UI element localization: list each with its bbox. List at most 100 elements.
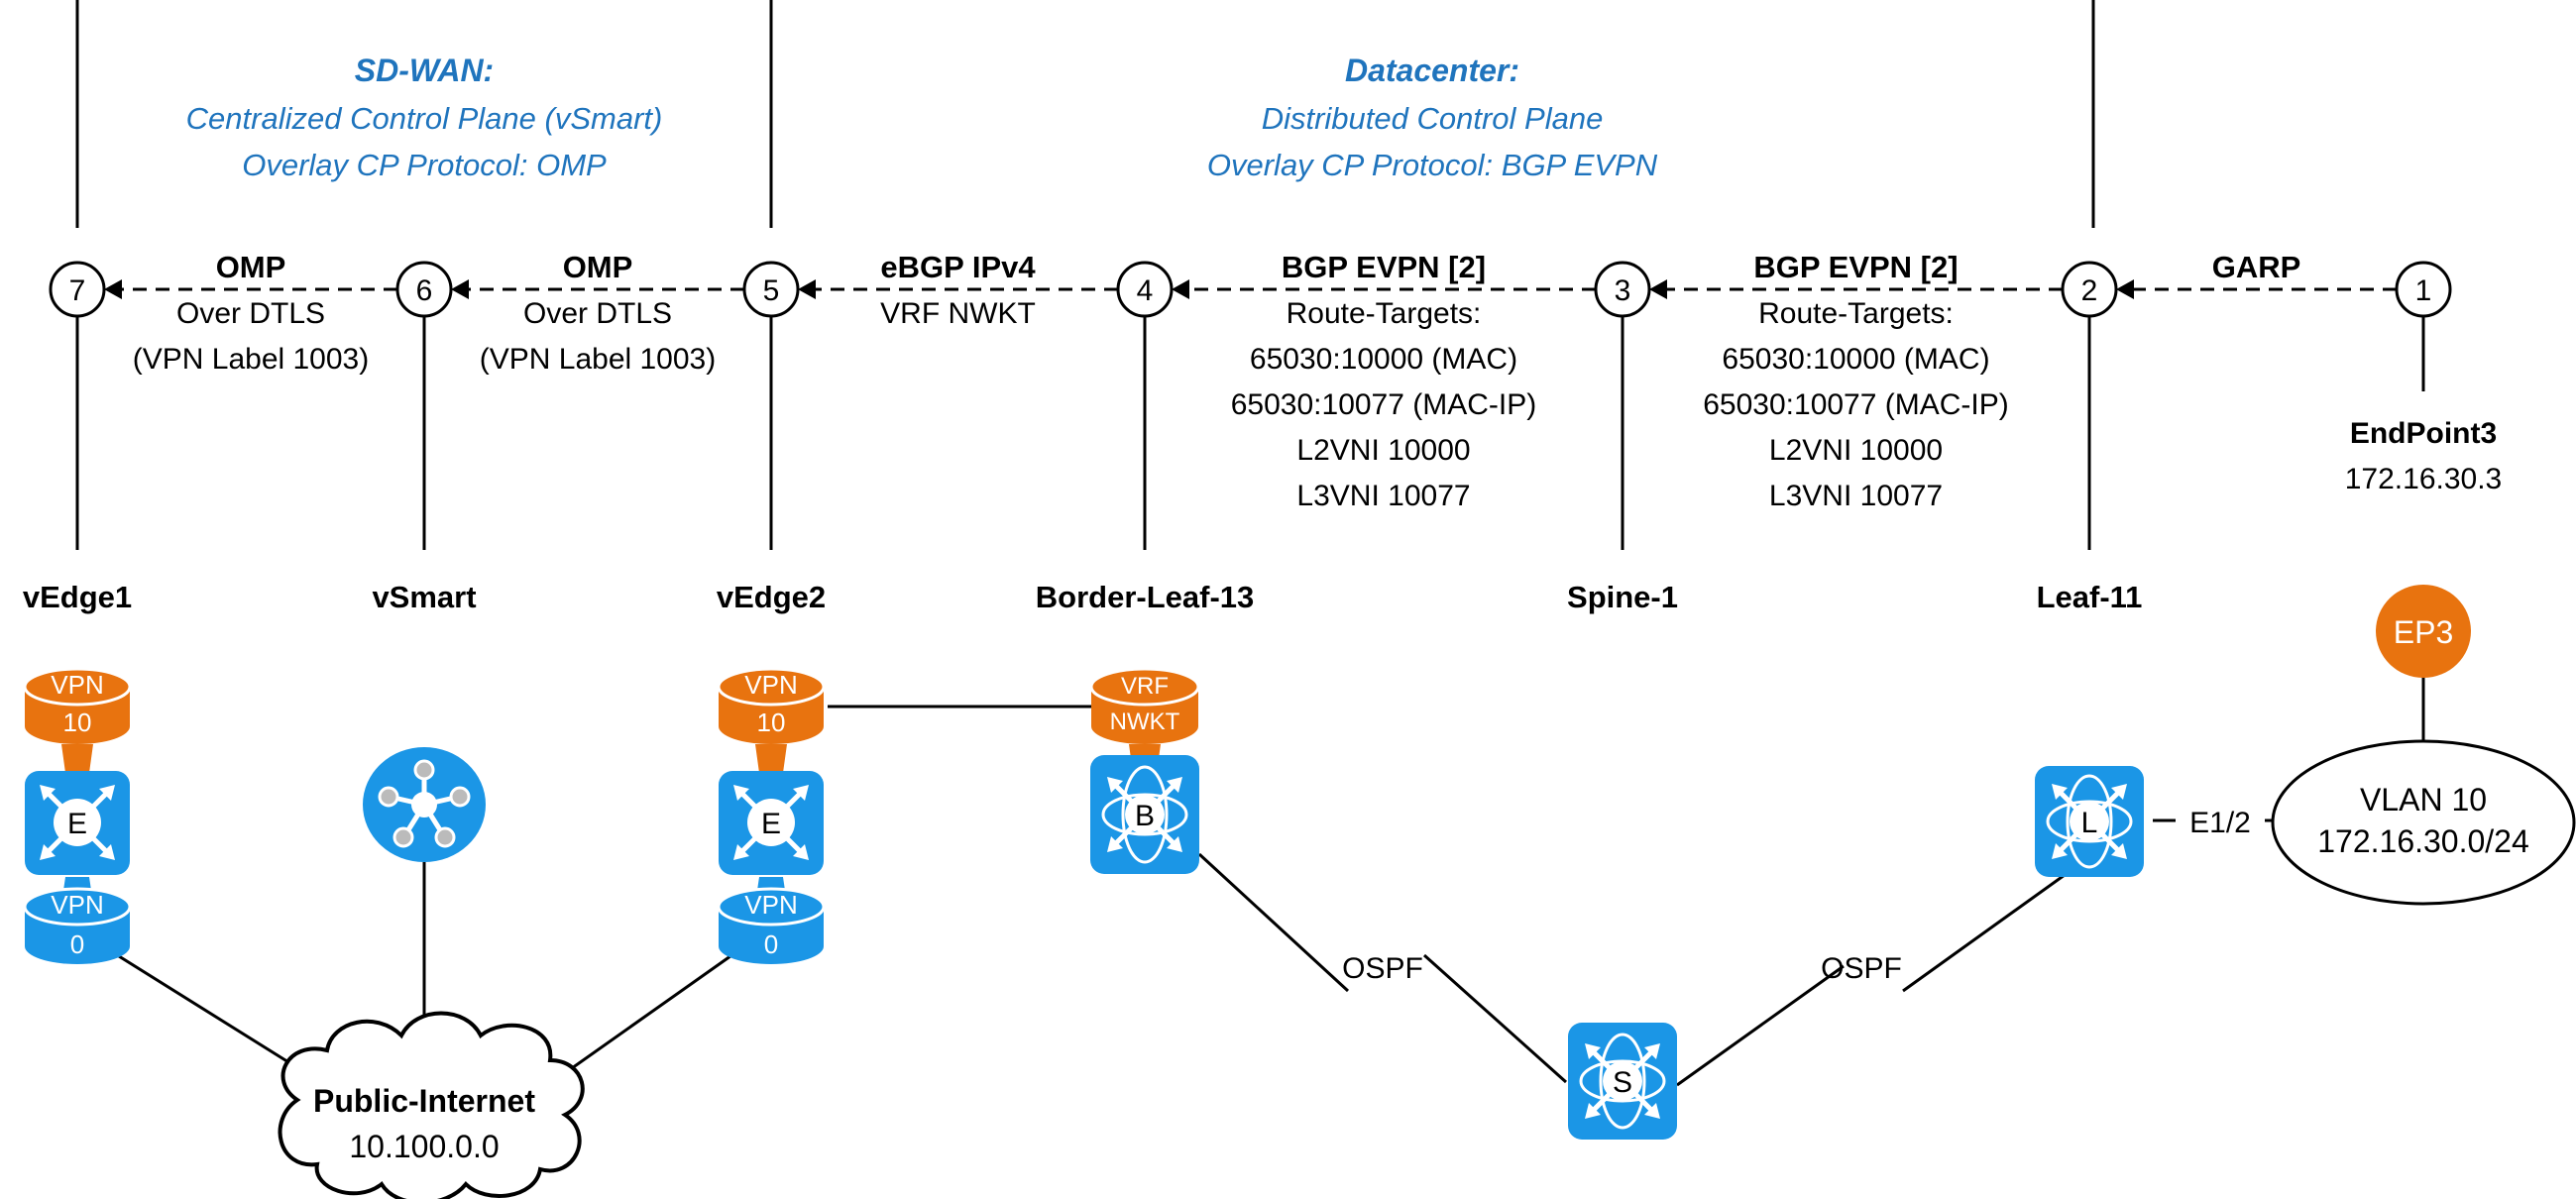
message-detail: VRF NWKT <box>880 297 1036 330</box>
label-vedge1: vEdge1 <box>23 580 132 614</box>
step-marker: 4 <box>1116 261 1174 318</box>
cloud-name: Public-Internet <box>313 1083 535 1119</box>
message-detail: Over DTLS <box>523 297 672 330</box>
sdwan-title: SD-WAN: <box>355 53 494 88</box>
message-title: eBGP IPv4 <box>880 250 1036 284</box>
cloud-subnet: 10.100.0.0 <box>349 1129 499 1164</box>
step-marker: 5 <box>742 261 800 318</box>
message-detail: L3VNI 10077 <box>1296 480 1470 512</box>
step-circle <box>1594 261 1651 318</box>
message-title: BGP EVPN [2] <box>1753 250 1958 284</box>
spine-node[interactable]: S <box>1568 1023 1677 1140</box>
border-leaf-switch-icon: B <box>1090 755 1199 874</box>
vlan-subnet: 172.16.30.0/24 <box>2317 823 2529 859</box>
svg-text:E: E <box>67 808 87 840</box>
datacenter-line1: Distributed Control Plane <box>1262 101 1604 136</box>
vpn0-database-icon: VPN 0 <box>717 877 826 964</box>
step-marker: 3 <box>1594 261 1651 318</box>
arrowhead-icon <box>1649 279 1667 299</box>
label-vedge2: vEdge2 <box>717 580 826 614</box>
step-number: 4 <box>1137 274 1154 307</box>
endpoint-name: EndPoint3 <box>2350 417 2497 450</box>
label-vsmart: vSmart <box>372 580 476 614</box>
svg-text:VPN: VPN <box>51 890 103 920</box>
step-marker: 2 <box>2061 261 2118 318</box>
vedge-router-icon: E <box>25 771 130 875</box>
link-leaf-ospf-a <box>1902 868 2072 993</box>
step-number: 5 <box>763 274 780 307</box>
arrowhead-icon <box>451 279 469 299</box>
step-circle <box>2061 261 2118 318</box>
step-marker: 7 <box>49 261 106 318</box>
message-detail: 65030:10000 (MAC) <box>1722 343 1989 376</box>
link-borderleaf-ospf-a <box>1197 852 1350 993</box>
step-circle <box>742 261 800 318</box>
step-circle <box>395 261 453 318</box>
label-leaf: Leaf-11 <box>2037 580 2143 614</box>
border-leaf-node[interactable]: VRF NWKT B <box>1089 667 1200 874</box>
svg-text:B: B <box>1135 800 1155 832</box>
step-number: 6 <box>416 274 433 307</box>
svg-text:VRF: VRF <box>1121 673 1169 700</box>
message-detail: 65030:10077 (MAC-IP) <box>1231 388 1537 421</box>
message-detail: L3VNI 10077 <box>1769 480 1943 512</box>
vedge1-node[interactable]: VPN 10 E VPN 0 <box>23 667 132 964</box>
step-circle <box>1116 261 1174 318</box>
vedge2-node[interactable]: VPN 10 E VPN 0 <box>717 667 826 964</box>
ospf-label-right: OSPF <box>1821 952 1902 985</box>
vlan-segment[interactable] <box>2271 739 2576 906</box>
message-detail: L2VNI 10000 <box>1296 434 1470 467</box>
leaf-node[interactable]: L <box>2035 766 2144 877</box>
step-marker: 6 <box>395 261 453 318</box>
vsmart-node[interactable] <box>363 747 486 862</box>
link-vedge1-internet <box>110 949 318 1082</box>
link-borderleaf-ospf-b <box>1422 953 1568 1084</box>
svg-text:L: L <box>2081 807 2098 839</box>
datacenter-title: Datacenter: <box>1345 53 1519 88</box>
svg-text:10: 10 <box>63 708 92 737</box>
message-detail: Over DTLS <box>176 297 325 330</box>
sdwan-line2: Overlay CP Protocol: OMP <box>242 148 607 182</box>
svg-text:0: 0 <box>70 929 84 959</box>
arrowhead-icon <box>104 279 122 299</box>
step-number: 7 <box>69 274 86 307</box>
arrowhead-icon <box>798 279 816 299</box>
spine-switch-icon: S <box>1568 1023 1677 1140</box>
vpn0-database-icon: VPN 0 <box>23 877 132 964</box>
link-leaf-ospf-b <box>1676 964 1845 1087</box>
message-title: OMP <box>563 250 633 284</box>
message-title: OMP <box>216 250 286 284</box>
message-detail: Route-Targets: <box>1758 297 1954 330</box>
arrowhead-icon <box>1172 279 1189 299</box>
step-number: 1 <box>2415 274 2432 307</box>
step-number: 2 <box>2081 274 2098 307</box>
svg-text:0: 0 <box>764 929 778 959</box>
ep3-node[interactable]: EP3 <box>2376 585 2471 678</box>
message-detail: 65030:10077 (MAC-IP) <box>1703 388 2009 421</box>
label-spine: Spine-1 <box>1567 580 1678 614</box>
label-border-leaf: Border-Leaf-13 <box>1036 580 1255 614</box>
svg-text:VPN: VPN <box>744 890 797 920</box>
endpoint-ip: 172.16.30.3 <box>2345 463 2502 495</box>
ospf-label-left: OSPF <box>1342 952 1423 985</box>
arrowhead-icon <box>2116 279 2134 299</box>
message-title: BGP EVPN [2] <box>1282 250 1486 284</box>
svg-text:10: 10 <box>757 708 786 737</box>
step-circle <box>2395 261 2452 318</box>
sdwan-line1: Centralized Control Plane (vSmart) <box>186 101 663 136</box>
message-detail: Route-Targets: <box>1287 297 1482 330</box>
public-internet-cloud[interactable]: Public-Internet 10.100.0.0 <box>278 1011 585 1199</box>
vlan-name: VLAN 10 <box>2360 782 2487 818</box>
vpn10-database-icon: VPN 10 <box>717 667 826 773</box>
message-detail: (VPN Label 1003) <box>133 343 369 376</box>
message-detail: (VPN Label 1003) <box>480 343 716 376</box>
leaf-switch-icon: L <box>2035 766 2144 877</box>
step-marker: 1 <box>2395 261 2452 318</box>
ep3-label: EP3 <box>2394 614 2453 650</box>
message-detail: L2VNI 10000 <box>1769 434 1943 467</box>
step-circle <box>49 261 106 318</box>
svg-text:VPN: VPN <box>51 670 103 700</box>
svg-text:NWKT: NWKT <box>1110 708 1180 735</box>
message-title: GARP <box>2212 250 2301 284</box>
